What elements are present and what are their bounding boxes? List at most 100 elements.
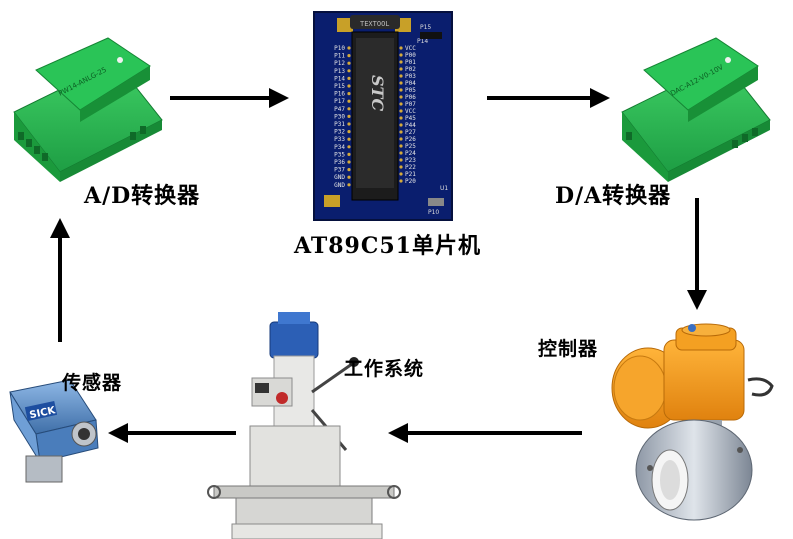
da-converter-module: DAC-A12-V0-10V — [621, 37, 771, 182]
mcu-pin-pad — [399, 130, 403, 134]
mcu-pin-pad — [347, 54, 351, 58]
mcu-pin-label: P03 — [405, 73, 416, 80]
mcu-pin-pad — [347, 122, 351, 126]
mcu-pin-label: P22 — [405, 164, 416, 171]
mcu-pin-label: P12 — [334, 60, 345, 67]
sensor-label: 传感器 — [62, 372, 123, 394]
mcu-pin-pad — [399, 109, 403, 113]
mcu-pin-pad — [347, 114, 351, 118]
controller-label: 控制器 — [538, 338, 599, 360]
mcu-pin-pad — [347, 145, 351, 149]
mcu-pin-label: P33 — [334, 136, 345, 143]
mcu-pin-label: P01 — [405, 59, 416, 66]
mcu-pin-label: P02 — [405, 66, 416, 73]
header-label-corner: U1 — [440, 185, 448, 192]
mcu-pin-pad — [347, 84, 351, 88]
mcu-pin-pad — [399, 46, 403, 50]
mcu-pin-pad — [347, 168, 351, 172]
work-system-label: 工作系统 — [344, 358, 425, 380]
ad-converter-module: PW14-ANLG-25 — [13, 37, 163, 182]
mcu-pin-label: P14 — [334, 75, 345, 82]
mcu-pin-label: P26 — [405, 136, 416, 143]
mcu-pin-label: P24 — [405, 150, 416, 157]
mcu-pin-label: P04 — [405, 80, 416, 87]
mcu-pin-label: P25 — [405, 143, 416, 150]
work-system-machine — [207, 312, 401, 539]
mcu-pin-label: P10 — [334, 45, 345, 52]
mcu-pin-label: P00 — [405, 52, 416, 59]
mcu-pin-label: P11 — [334, 53, 345, 60]
mcu-pin-label: P32 — [334, 129, 345, 136]
sensor-brand-plate — [24, 401, 58, 421]
mcu-pin-pad — [347, 183, 351, 187]
mcu-pin-pad — [399, 165, 403, 169]
mcu-pin-label: P23 — [405, 157, 416, 164]
chip-socket-silk: TEXTOOL — [360, 20, 390, 28]
mcu-pin-pad — [399, 179, 403, 183]
mcu-pin-pad — [347, 92, 351, 96]
mcu-pin-label: P36 — [334, 159, 345, 166]
mcu-pin-label: GND — [334, 174, 345, 181]
header-label-top: P15 — [420, 24, 431, 31]
mcu-pin-label: P34 — [334, 144, 345, 151]
mcu-pin-label: VCC — [405, 45, 416, 52]
mcu-pin-label: GND — [334, 182, 345, 189]
mcu-pin-label: P05 — [405, 87, 416, 94]
mcu-pin-label: P35 — [334, 151, 345, 158]
mcu-pin-label: P37 — [334, 167, 345, 174]
mcu-pin-pad — [347, 137, 351, 141]
mcu-pin-pad — [347, 130, 351, 134]
mcu-pin-pad — [347, 175, 351, 179]
mcu-pin-label: P44 — [405, 122, 416, 129]
mcu-pin-label: P16 — [334, 91, 345, 98]
mcu-pin-label: VCC — [405, 108, 416, 115]
mcu-pin-pad — [399, 74, 403, 78]
mcu-pin-label: P27 — [405, 129, 416, 136]
mcu-pin-pad — [347, 46, 351, 50]
mcu-pin-label: P47 — [334, 106, 345, 113]
mcu-pin-pad — [347, 99, 351, 103]
mcu-pin-pad — [347, 160, 351, 164]
mcu-pin-pad — [399, 116, 403, 120]
header-label-top2: P14 — [417, 38, 428, 45]
mcu-pin-label: P17 — [334, 98, 345, 105]
mcu-pin-label: P07 — [405, 101, 416, 108]
mcu-board: TEXTOOL STC P10P11P12P13P14P15P16P17P47P… — [313, 11, 453, 221]
mcu-pin-label: P15 — [334, 83, 345, 90]
mcu-pin-pad — [399, 88, 403, 92]
mcu-pin-pad — [399, 95, 403, 99]
mcu-pin-pad — [399, 144, 403, 148]
mcu-pin-label: P31 — [334, 121, 345, 128]
mcu-pin-label: P45 — [405, 115, 416, 122]
mcu-pin-pad — [399, 123, 403, 127]
mcu-pin-pad — [399, 60, 403, 64]
mcu-pin-label: P06 — [405, 94, 416, 101]
mcu-pin-pad — [399, 81, 403, 85]
mcu-pin-pad — [399, 53, 403, 57]
header-label-bottom: P10 — [428, 209, 439, 216]
sensor-device: SICK — [9, 379, 99, 483]
ad-converter-label: A/D转换器 — [84, 183, 201, 209]
mcu-pin-label: P30 — [334, 113, 345, 120]
mcu-pin-pad — [399, 158, 403, 162]
mcu-pin-pad — [399, 137, 403, 141]
mcu-pin-pad — [399, 67, 403, 71]
chip-brand: STC — [368, 75, 387, 111]
mcu-pin-label: P20 — [405, 178, 416, 185]
mcu-right-pins: VCCP00P01P02P03P04P05P06P07VCCP45P44P27P… — [399, 45, 416, 185]
mcu-pin-label: P21 — [405, 171, 416, 178]
mcu-pin-pad — [399, 102, 403, 106]
mcu-pin-label: P13 — [334, 68, 345, 75]
flow-arrows — [50, 88, 707, 443]
controller-valve — [611, 323, 774, 521]
mcu-label: AT89C51单片机 — [294, 233, 481, 259]
mcu-pin-pad — [347, 76, 351, 80]
mcu-pin-pad — [347, 69, 351, 73]
mcu-pin-pad — [347, 152, 351, 156]
da-converter-label: D/A转换器 — [555, 183, 672, 209]
mcu-pin-pad — [399, 151, 403, 155]
mcu-pin-pad — [347, 61, 351, 65]
mcu-left-pins: P10P11P12P13P14P15P16P17P47P30P31P32P33P… — [334, 45, 351, 189]
mcu-pin-pad — [399, 172, 403, 176]
